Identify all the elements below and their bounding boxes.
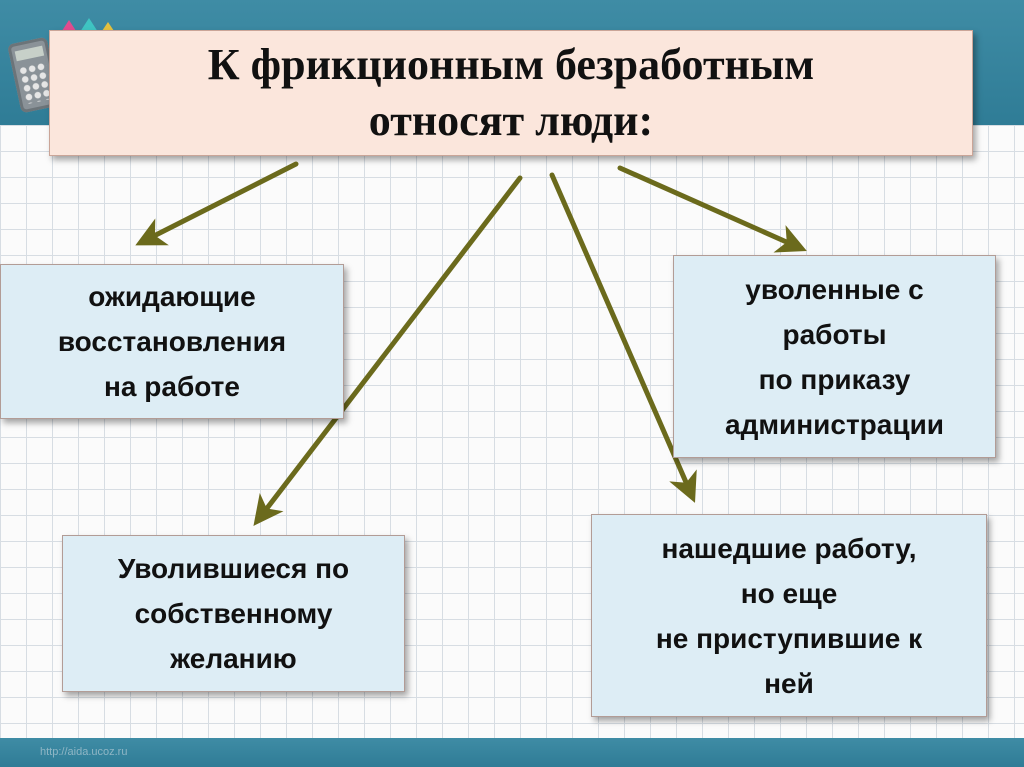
box-awaiting-reinstatement-text: ожидающие восстановления на работе	[57, 281, 287, 402]
bottom-banner	[0, 738, 1024, 767]
box-dismissed-by-administration: уволенные с работы по приказу администра…	[673, 255, 996, 458]
box-found-job-not-started: нашедшие работу, но еще не приступившие …	[591, 514, 987, 717]
title-box: К фрикционным безработным относят люди:	[49, 30, 973, 156]
gem-teal-icon	[80, 18, 98, 32]
diagram-title: К фрикционным безработным относят люди:	[207, 40, 815, 145]
box-dismissed-by-administration-text: уволенные с работы по приказу администра…	[725, 273, 944, 440]
box-quit-voluntarily: Уволившиеся по собственному желанию	[62, 535, 405, 692]
footer-url: http://aida.ucoz.ru	[40, 746, 128, 758]
box-found-job-not-started-text: нашедшие работу, но еще не приступившие …	[655, 532, 923, 699]
box-awaiting-reinstatement: ожидающие восстановления на работе	[0, 264, 344, 419]
box-quit-voluntarily-text: Уволившиеся по собственному желанию	[117, 553, 350, 674]
